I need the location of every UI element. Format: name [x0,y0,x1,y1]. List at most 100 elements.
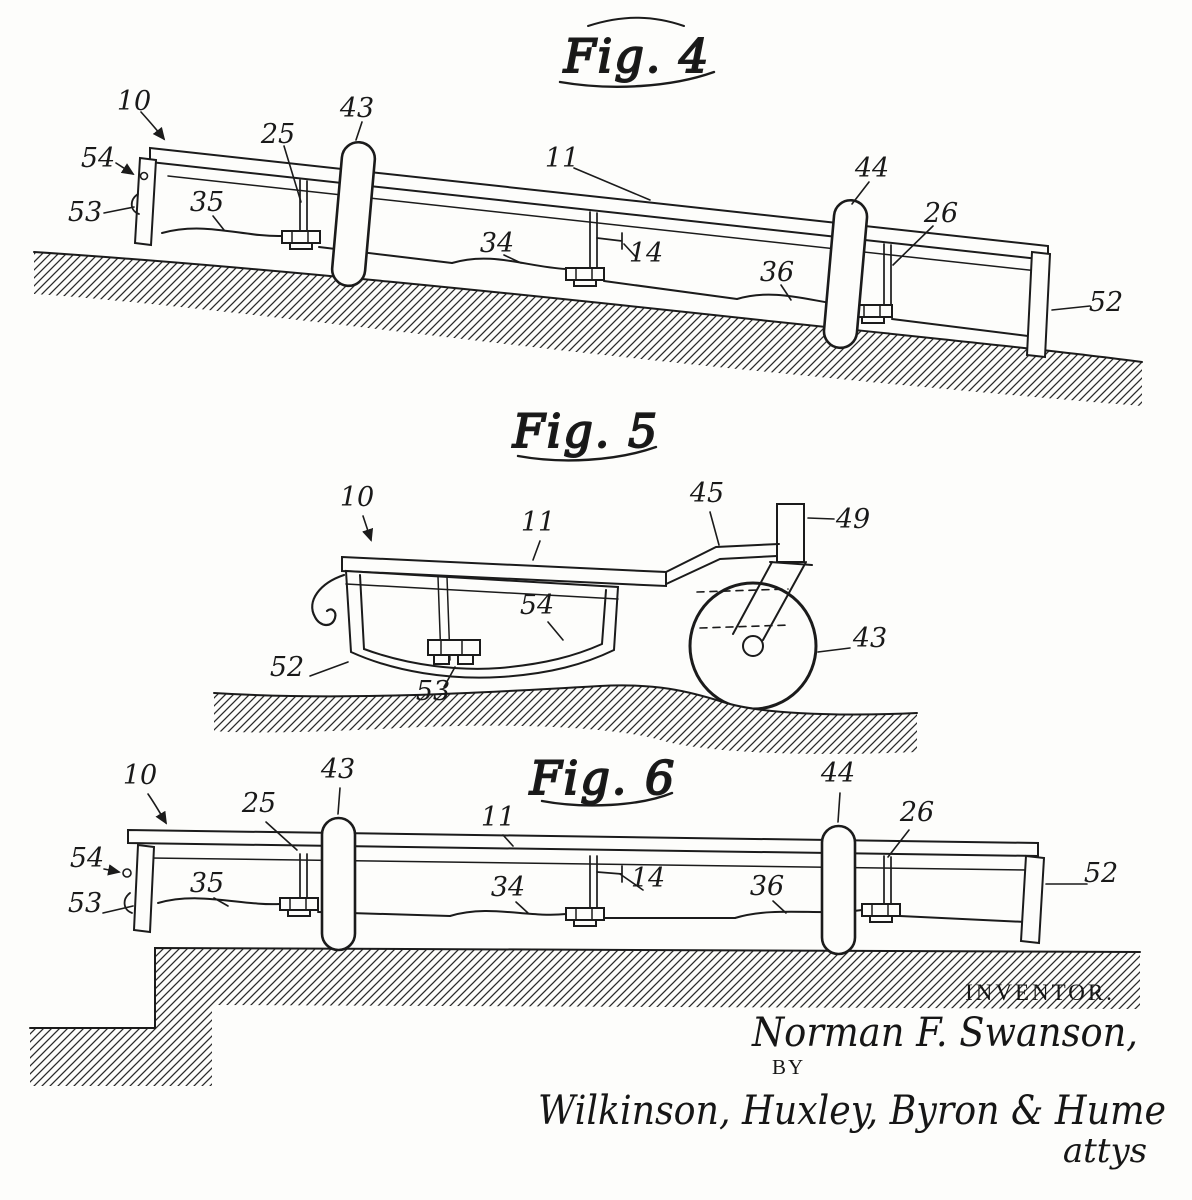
box-bottom-bracket [427,639,481,656]
ref-label-26: 26 [899,797,934,828]
shoe-plate [281,230,321,244]
fig4-title: Fig. 4 [563,29,711,83]
fig6-wheel-rear [820,824,857,956]
hanger-26 [883,855,892,906]
leader-44 [837,792,841,823]
shoe-pad [861,316,885,324]
caster-crown [769,561,813,566]
ref-label-54: 54 [81,143,115,174]
leader-54 [103,864,121,876]
fig5-leader-lines [309,511,851,688]
fig4-left-bolt [139,171,149,181]
ref-label-53: 53 [68,888,102,919]
inventor-signature: Norman F. Swanson, [751,1010,1138,1056]
shoe-plate [565,907,605,921]
attys-label: attys [1063,1131,1147,1171]
ref-label-10: 10 [117,86,151,117]
fig4-title-underline [558,70,716,88]
fig4-title-overstroke [587,16,685,27]
leader-44 [851,181,870,205]
leader-52 [309,661,349,677]
leader-14 [619,873,644,891]
leader-34 [503,254,522,264]
fig5-ground [213,684,918,754]
ref-label-36: 36 [750,871,784,902]
fig4-left-hook [130,193,140,215]
fig6-right-end-plate [1019,854,1046,945]
bracket-14 [596,865,623,883]
fig6-title-underline [540,791,674,807]
leader-52 [1051,305,1091,311]
leader-36 [780,284,792,301]
shoe-pad [573,279,597,287]
bracket-foot [433,654,450,665]
ref-label-44: 44 [820,758,855,789]
leader-43 [817,647,851,653]
hanger-25 [299,179,308,233]
fig6-beam [127,828,1039,871]
fig6-underframe [157,853,1027,927]
shoe-ribs [871,903,889,917]
ref-label-53: 53 [416,676,450,707]
ref-label-52: 52 [1089,287,1123,318]
leader-10 [147,793,167,825]
shoe-pad [573,919,597,927]
leader-25 [265,821,298,851]
caster-assembly [688,503,818,711]
leader-54 [115,162,135,176]
shoe-ribs [291,230,309,244]
shoe-plate [279,897,319,911]
leader-53 [103,206,135,214]
fig4-wheel-front [330,140,377,288]
shoe-ribs [575,267,593,281]
fig4-ground-hatching [34,252,1142,406]
ref-label-35: 35 [190,187,224,218]
leader-45 [709,511,720,546]
drag-link-34 [449,910,567,917]
fig5-beam [341,555,667,588]
fig6-leader-lines [102,787,1088,914]
caster-hub [742,635,764,657]
leader-34 [515,901,529,914]
fig6-ground-surface [29,946,1141,1029]
hanger-26 [883,243,892,306]
fig4-right-end-plate [1025,250,1052,359]
caster-fork-front [732,561,773,635]
ref-label-11: 11 [481,802,515,833]
fig6-wheel-front [320,816,357,952]
fig6-title: Fig. 6 [529,751,677,805]
bracket-ribs [440,639,463,656]
attorneys-signature: Wilkinson, Huxley, Byron & Hume [538,1088,1166,1134]
leader-10 [362,515,374,542]
ref-label-43: 43 [852,623,887,654]
ref-label-36: 36 [760,257,794,288]
figure-5: Fig. 5 [213,403,918,754]
leader-14 [623,243,637,258]
shoe-plate [861,903,901,917]
fig6-ground-hatching [30,948,1140,1086]
fig5-ground-hatching [214,685,917,754]
ref-label-45: 45 [689,478,724,509]
fig5-ref-labels: 10 11 45 49 54 43 52 53 [270,478,887,707]
figure-4: Fig. 4 [33,16,1143,406]
drag-link-35 [157,897,281,906]
beam-lower-edge [167,175,1039,272]
leader-11 [573,167,651,201]
leader-53 [102,905,134,914]
caster-post [776,503,805,563]
figure-6: Fig. 6 [29,750,1141,1086]
ref-label-53: 53 [68,197,102,228]
ref-label-10: 10 [340,482,374,513]
skid-shoe [861,903,901,923]
ref-label-54: 54 [520,590,554,621]
fig4-left-end-plate [133,156,158,247]
ref-label-26: 26 [923,198,958,229]
shoe-ribs [289,897,307,911]
ref-label-11: 11 [545,143,579,174]
bracket-foot [457,654,474,665]
ref-label-43: 43 [320,754,355,785]
leader-11 [502,834,514,847]
ref-label-25: 25 [260,119,295,150]
fig5-ground-surface [213,684,918,716]
caster-fork-rear [762,561,807,641]
